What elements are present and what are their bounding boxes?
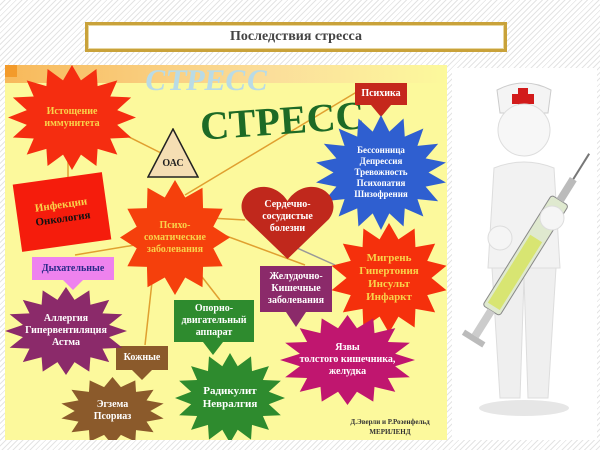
musculo-label: двигательный	[181, 315, 247, 326]
psyche-text: Шизофрения	[354, 189, 408, 199]
starburst-shape	[120, 180, 230, 295]
connector	[184, 89, 361, 196]
oas-label: ОАС	[162, 158, 184, 169]
psyche-text: Тревожность	[354, 167, 408, 177]
starburst-shape	[61, 377, 164, 440]
credit-authors: Д.Эверли и Р.Розенфельд	[350, 418, 430, 426]
skin-text: Псориаз	[93, 411, 132, 422]
credit-place: МЕРИЛЕНД	[369, 428, 411, 436]
immunity-text: иммунитета	[44, 117, 100, 129]
decor-square	[5, 65, 17, 77]
cardio-list-text: Гипертония	[359, 265, 419, 277]
psyche-label-box: Психика	[355, 83, 407, 105]
musculo-text: Невралгия	[202, 398, 258, 410]
cardio-text: болезни	[269, 222, 306, 234]
skin-label-box: Кожные	[116, 346, 168, 370]
psychosomatic-text: заболевания	[146, 243, 204, 255]
skin-text: Эгзема	[96, 399, 129, 410]
arrow-down-icon	[132, 370, 152, 380]
resp-text: Астма	[51, 337, 81, 348]
stress-title-shadow: СТРЕСС	[142, 65, 271, 97]
gi-label: Желудочно-	[269, 271, 323, 282]
gi-label: Кишечные	[271, 283, 321, 294]
decor-bar	[5, 65, 447, 83]
starburst-shape	[5, 287, 127, 375]
psyche-label: Психика	[361, 88, 401, 99]
starburst-shape	[280, 315, 415, 405]
starburst-shape	[331, 223, 447, 333]
musculo-label: аппарат	[195, 327, 233, 338]
psyche-text: Психопатия	[356, 178, 406, 188]
resp-label: Дыхательные	[41, 262, 105, 274]
starburst-shape	[175, 353, 285, 440]
arrow-down-icon	[203, 342, 223, 355]
psychosomatic-text: Психо-	[159, 219, 191, 231]
slide-title-text: Последствия стресса	[230, 29, 362, 44]
cardio-list-text: Инсульт	[368, 278, 410, 290]
musculo-text: Радикулит	[203, 385, 257, 397]
skin-label: Кожные	[123, 352, 161, 363]
infections-box: Инфекции Онкология	[12, 172, 112, 252]
gi-text: толстого кишечника,	[299, 354, 396, 365]
psyche-text: Бессонница	[357, 145, 405, 155]
psyche-text: Депрессия	[359, 156, 403, 166]
psychosomatic-text: соматические	[143, 231, 206, 243]
resp-text: Аллергия	[43, 313, 89, 324]
cardio-text: сосудистые	[262, 210, 313, 222]
slide-title: Последствия стресса	[85, 22, 507, 52]
connector	[74, 244, 136, 256]
cardio-list-text: Мигрень	[366, 252, 412, 264]
cardio-text: Сердечно-	[264, 198, 311, 210]
resp-text: Гипервентиляция	[25, 325, 107, 336]
resp-label-box: Дыхательные	[32, 257, 114, 280]
arrow-down-icon	[63, 280, 83, 290]
musculo-label: Опорно-	[194, 303, 234, 314]
cardio-list-text: Инфаркт	[366, 291, 412, 303]
gi-text: Язвы	[335, 342, 360, 353]
starburst-shape	[316, 115, 446, 230]
immunity-text: Истощение	[46, 105, 98, 117]
oas-triangle: ОАС	[147, 128, 199, 178]
arrow-down-icon	[371, 105, 391, 117]
gi-label: заболевания	[267, 295, 325, 306]
starburst-shape	[8, 65, 136, 170]
gi-text: желудка	[328, 366, 367, 377]
nurse-with-syringe-icon	[452, 68, 597, 440]
arrow-down-icon	[286, 312, 306, 327]
